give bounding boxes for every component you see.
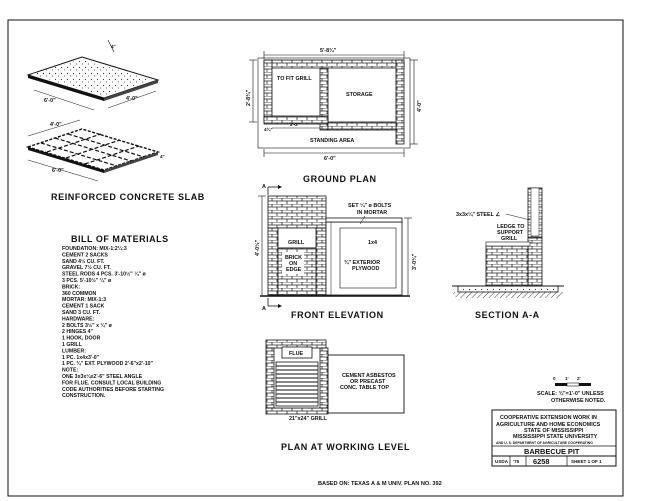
bill-line: STEEL RODS 4 PCS. 3'-10½" ¼" ø [62, 271, 146, 278]
tb-sheet: SHEET 1 OF 1 [571, 459, 602, 464]
scale-line-1: SCALE: ¾"=1'-0" UNLESS [537, 390, 604, 397]
fe-brick-1: BRICK [285, 255, 302, 261]
fe-brick-2: ON [289, 261, 297, 267]
bill-line: HARDWARE: [62, 316, 95, 322]
bill-line: GRAVEL 7½ CU. FT. [62, 264, 111, 271]
bill-line: 2 BOLTS 3½" x ¼" ø [62, 322, 113, 329]
fe-right-height: 3'-0¾" [411, 253, 418, 270]
fe-left-height: 4'-0½" [254, 239, 261, 256]
bill-line: 3 PCS. 5'-10½" ¼" ø [62, 277, 112, 284]
fe-1x4: 1x4 [368, 240, 377, 246]
bill-line: 1 PC. 1x4x3'-0" [62, 355, 100, 361]
gp-dim-44: 4¾" [264, 126, 273, 132]
slab-dim-top-b: 4'-0" [126, 96, 138, 102]
slab-title: REINFORCED CONCRETE SLAB [51, 192, 205, 202]
bill-lines: FOUNDATION: MIX-1:2¼:3 CEMENT 2 SACKS SA… [62, 245, 164, 399]
gp-right-height: 4'-0" [417, 100, 423, 112]
bill-line: FOR FLUE. CONSULT LOCAL BUILDING [62, 380, 161, 386]
scale-tick-1: 1' [565, 376, 569, 381]
bill-line: SAND 3 CU. FT. [62, 310, 101, 316]
section-aa: 3x3x¼" STEEL ∠ LEDGE TO SUPPORT GRILL SE… [452, 187, 564, 320]
bill-line: CEMENT 2 SACKS [62, 252, 108, 258]
pw-grill-size: 21"x24" GRILL [289, 416, 327, 422]
fe-plywood-1: ¾" EXTERIOR [344, 259, 380, 266]
front-elevation: A SET ¼" ø BOLTS IN MORTAR GRILL BRICK O… [254, 184, 418, 320]
fe-cut-a-top: A [262, 184, 266, 190]
fe-title: FRONT ELEVATION [291, 310, 384, 320]
ground-plan: 5'-8¾" TO FIT GRILL STORAGE 4¾" 2'-2" ST… [245, 47, 423, 184]
gp-storage: STORAGE [346, 92, 373, 98]
bill-line: MORTAR: MIX-1:3 [62, 297, 106, 303]
bill-line: CONSTRUCTION. [62, 393, 106, 399]
title-block: COOPERATIVE EXTENSION WORK IN AGRICULTUR… [491, 409, 617, 467]
scale-tick-2: 2' [577, 376, 581, 381]
fe-bolts-note-1: SET ¼" ø BOLTS [348, 202, 392, 209]
tb-usda: USDA [495, 459, 509, 464]
gp-bottom-width: 6'-0" [324, 156, 336, 162]
plan-working-level: FLUE CEMENT ASBESTOS OR PRECAST CONC. TA… [265, 339, 410, 452]
bill-line: CODE AUTHORITIES BEFORE STARTING [62, 387, 164, 393]
slab-view: 4" 6'-0" 4'-0" 4'-0" 6'-0" 4" REINFORCED… [25, 39, 205, 202]
scale-line-2: OTHERWISE NOTED. [551, 398, 606, 404]
slab-dim-bot-c: 4" [160, 154, 165, 159]
tb-line-1: COOPERATIVE EXTENSION WORK IN [500, 415, 597, 421]
bill-line: ONE 3x3x¼x2'-6" STEEL ANGLE [62, 373, 143, 380]
tb-number: 6258 [533, 457, 549, 466]
sec-ledge-2: SUPPORT [497, 230, 524, 236]
fe-grill: GRILL [288, 240, 305, 246]
bill-line: FOUNDATION: MIX-1:2¼:3 [62, 245, 127, 252]
bill-line: LUMBER: [62, 348, 86, 354]
bill-title: BILL OF MATERIALS [71, 234, 169, 244]
fe-plywood-2: PLYWOOD [352, 266, 379, 272]
bill-of-materials: BILL OF MATERIALS FOUNDATION: MIX-1:2¼:3… [62, 234, 169, 399]
slab-dim-top-a: 6'-0" [44, 98, 56, 104]
gp-standing-area: STANDING AREA [310, 138, 354, 144]
bill-line: 1 PC. ¾" EXT. PLYWOOD 2'-6"x2'-10" [62, 360, 153, 367]
bill-line: NOTE: [62, 368, 78, 374]
tb-project: BARBECUE PIT [524, 447, 580, 456]
sec-ledge-3: GRILL [501, 236, 518, 242]
bill-line: 1 GRILL [62, 342, 83, 348]
slab-dim-top-c: 4" [111, 44, 116, 49]
gp-overall-width: 5'-8¾" [320, 47, 337, 54]
gp-dim-22: 2'-2" [290, 122, 300, 127]
sheet-border [7, 19, 624, 497]
sec-steel-note: 3x3x¼" STEEL ∠ [456, 211, 500, 218]
based-on-note: BASED ON: TEXAS A & M UNIV. PLAN NO. 392 [318, 481, 442, 487]
pw-flue: FLUE [289, 351, 303, 357]
fe-bolts-note-2: IN MORTAR [357, 210, 387, 216]
bill-line: BRICK: [62, 284, 80, 290]
pw-cement-2: OR PRECAST [350, 379, 386, 385]
sec-ledge-1: LEDGE TO [497, 224, 524, 230]
pw-cement-1: CEMENT ASBESTOS [342, 373, 396, 379]
tb-line-2: AGRICULTURE AND HOME ECONOMICS [496, 422, 601, 428]
pw-cement-3: CONC. TABLE TOP [340, 385, 389, 391]
pw-title: PLAN AT WORKING LEVEL [281, 442, 410, 452]
fe-cut-a-bottom: A [262, 306, 266, 312]
scale-tick-0: 0 [553, 376, 556, 381]
gp-left-height: 2'-8¾" [245, 89, 252, 106]
slab-dim-bot-b: 6'-0" [52, 168, 64, 174]
slab-dim-bot-a: 4'-0" [50, 122, 62, 128]
bill-line: 1 HOOK, DOOR [62, 336, 101, 342]
gp-title: GROUND PLAN [303, 174, 377, 184]
bill-line: 2 HINGES 4" [62, 329, 94, 335]
bill-line: SAND 4½ CU. FT. [62, 258, 105, 265]
sec-title: SECTION A-A [475, 310, 540, 320]
gp-fit-grill: TO FIT GRILL [277, 76, 312, 82]
scale-bar: 0 1' 2' SCALE: ¾"=1'-0" UNLESS OTHERWISE… [537, 376, 606, 404]
tb-line-4: MISSISSIPPI STATE UNIVERSITY [513, 434, 598, 440]
tb-year: '75 [513, 459, 520, 464]
fe-brick-3: EDGE [286, 267, 302, 273]
bill-line: 360 COMMON [62, 291, 97, 297]
bill-line: CEMENT 1 SACK [62, 304, 105, 310]
tb-line-3: STATE OF MISSISSIPPI [524, 428, 584, 434]
tb-line-5: AND U. S. DEPARTMENT OF AGRICULTURE COOP… [496, 441, 593, 445]
